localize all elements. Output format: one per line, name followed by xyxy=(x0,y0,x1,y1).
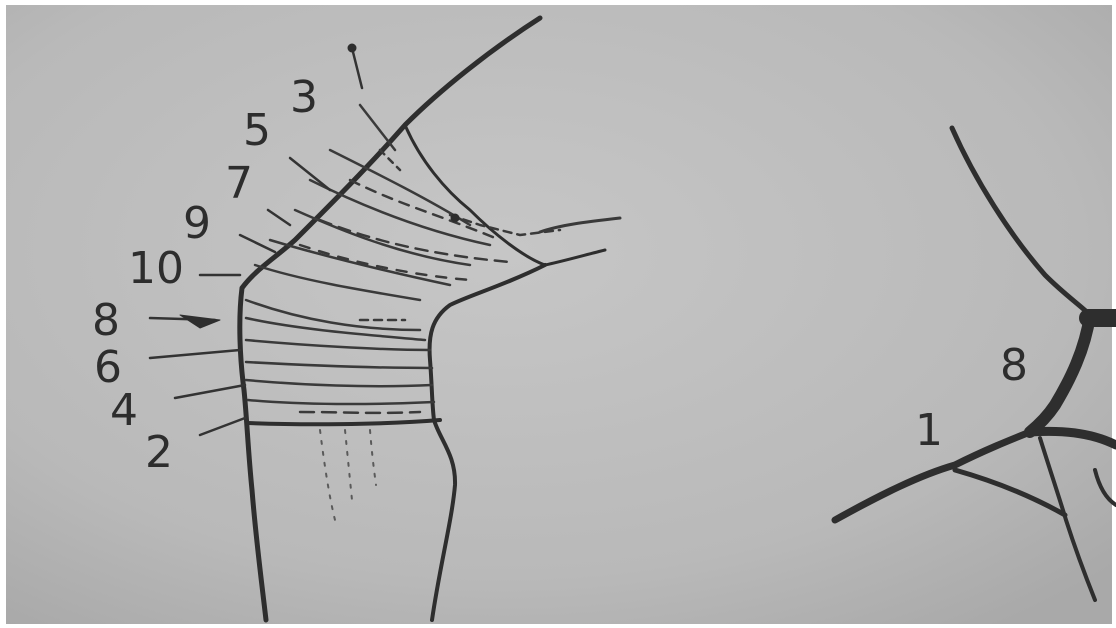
label-3: 3 xyxy=(290,72,318,123)
label-8-left: 8 xyxy=(92,295,120,346)
dot-cone xyxy=(451,214,459,222)
label-10: 10 xyxy=(128,243,184,294)
label-7: 7 xyxy=(225,158,253,209)
paper-border-top xyxy=(0,0,1116,5)
label-2: 2 xyxy=(145,427,173,478)
label-8-right: 8 xyxy=(1000,340,1028,391)
label-5: 5 xyxy=(243,105,271,156)
label-9: 9 xyxy=(183,198,211,249)
label-1: 1 xyxy=(915,405,943,456)
dot-top xyxy=(348,44,356,52)
label-4: 4 xyxy=(110,385,138,436)
paper-background xyxy=(6,4,1112,624)
